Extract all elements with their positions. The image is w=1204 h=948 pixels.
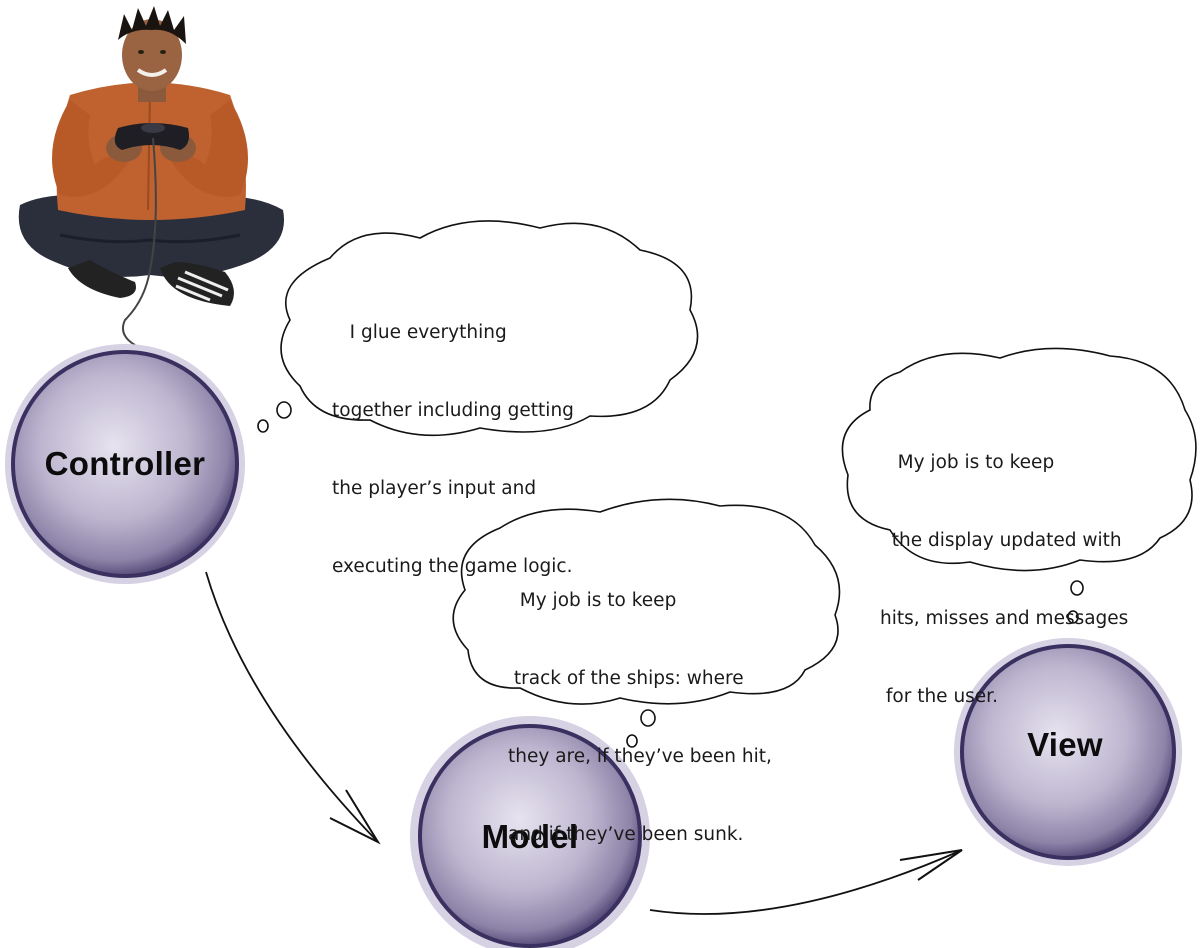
view-bubble-text: My job is to keep the display updated wi… — [880, 398, 1128, 736]
model-bubble-line: and if they’ve been sunk. — [508, 824, 744, 845]
view-bubble-line: hits, misses and messages — [880, 608, 1129, 629]
controller-bubble-text: I glue everything together including get… — [332, 268, 574, 606]
thought-bubble-view — [841, 347, 1197, 624]
model-node — [410, 716, 650, 948]
model-label: Model — [481, 818, 579, 855]
view-bubble-line: My job is to keep — [880, 452, 1055, 473]
controller-bubble-line: together including getting — [332, 400, 574, 421]
thought-bubble-controller — [257, 220, 699, 437]
view-label: View — [1027, 726, 1103, 763]
controller-sphere — [11, 350, 239, 578]
person-with-game-controller-illustration — [18, 6, 285, 346]
thought-bubble-model — [452, 498, 841, 748]
controller-bubble-line: I glue everything — [332, 322, 507, 343]
view-bubble-line: the display updated with — [880, 530, 1122, 551]
controller-label: Controller — [44, 445, 206, 482]
model-bubble-line: track of the ships: where — [508, 668, 744, 689]
model-sphere — [418, 724, 642, 948]
controller-bubble-line: the player’s input and — [332, 478, 537, 499]
controller-node — [5, 344, 245, 584]
model-bubble-line: My job is to keep — [508, 590, 677, 611]
view-node — [954, 638, 1182, 866]
model-bubble-line: they are, if they’ve been hit, — [508, 746, 772, 767]
view-bubble-line: for the user. — [880, 686, 998, 707]
view-sphere — [960, 644, 1176, 860]
model-bubble-text: My job is to keep track of the ships: wh… — [508, 536, 772, 874]
controller-bubble-line: executing the game logic. — [332, 556, 573, 577]
arrow-model-to-view — [649, 849, 963, 915]
arrow-controller-to-model — [205, 571, 381, 845]
